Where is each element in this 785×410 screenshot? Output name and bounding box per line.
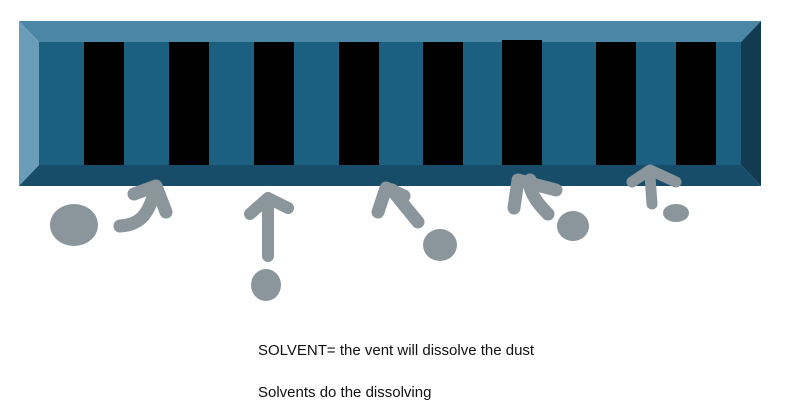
arrow-icon [507, 173, 563, 221]
dust-particle [663, 204, 689, 222]
vent-slots [84, 40, 716, 165]
vent-slot [254, 42, 294, 165]
vent-bevel-right [741, 21, 761, 186]
vent-bevel-left [19, 21, 39, 186]
dust-particle [423, 229, 457, 261]
vent-slot [502, 40, 542, 165]
vent [19, 21, 761, 186]
dust-particle [50, 204, 98, 246]
vent-slot [423, 42, 463, 165]
vent-bevel-bottom [19, 165, 761, 186]
arrow-icon [113, 179, 173, 233]
arrow-icon [626, 164, 682, 210]
caption-solvents-dissolve: Solvents do the dissolving [258, 384, 432, 401]
vent-slot [596, 42, 636, 165]
vent-bevel-top [19, 21, 761, 42]
dust-particle [251, 269, 281, 301]
arrow-icon [244, 192, 294, 262]
arrow-icon [371, 181, 425, 229]
dust-particle [557, 211, 589, 241]
vent-slot [339, 42, 379, 165]
vent-slot [676, 42, 716, 165]
vent-slot [169, 42, 209, 165]
caption-solvent-definition: SOLVENT= the vent will dissolve the dust [258, 342, 535, 359]
vent-slot [84, 42, 124, 165]
dust-and-arrows [50, 164, 689, 301]
